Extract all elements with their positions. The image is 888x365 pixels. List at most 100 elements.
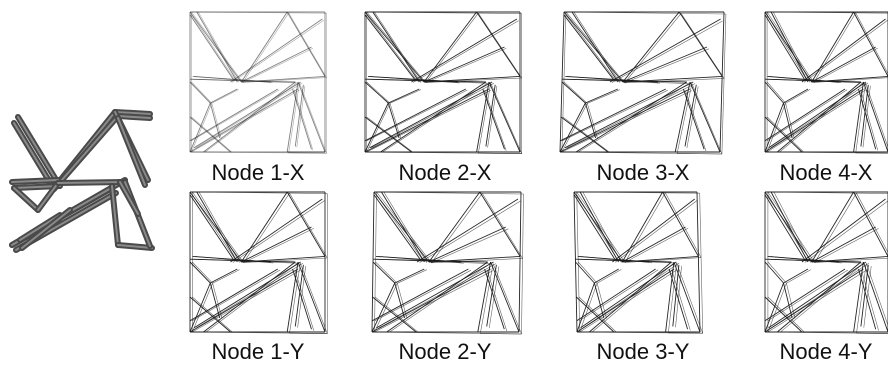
mode-shape-line — [484, 90, 507, 151]
mode-shape-line — [376, 191, 432, 263]
structure-tube-highlight — [13, 187, 39, 211]
mode-shape-line — [577, 83, 689, 153]
mode-shape-line — [577, 261, 598, 284]
mode-shape-line — [478, 13, 522, 79]
mode-shape-line — [428, 191, 481, 263]
mode-shape-line — [389, 263, 491, 333]
mode-shape-line — [612, 198, 695, 263]
mode-shape-line — [211, 89, 239, 104]
mode-shape-line — [814, 228, 879, 263]
mode-shape-line — [416, 198, 519, 263]
mode-shape-line — [292, 268, 312, 330]
mode-shape-line — [381, 191, 425, 263]
mode-shape-line — [676, 83, 693, 154]
mode-shape-line — [766, 89, 848, 142]
mode-shape-line — [209, 102, 221, 139]
mode-shape-line — [209, 282, 221, 319]
mode-shape-line — [675, 265, 682, 328]
mode-shape-line — [374, 283, 398, 333]
mode-shape-line — [196, 191, 238, 263]
mode-shape-line — [764, 191, 813, 263]
structure-tube-highlight — [19, 214, 61, 241]
mode-shape-line — [767, 194, 808, 260]
mode-shape-line — [801, 198, 886, 263]
mode-shape-line — [721, 13, 727, 155]
mode-shape-line — [579, 269, 677, 333]
mode-shape-line — [198, 191, 240, 263]
mode-shape-line — [196, 263, 304, 329]
mode-shape-line — [777, 81, 862, 153]
mode-shape-line — [366, 103, 391, 153]
mode-shape-line — [364, 14, 415, 80]
mode-shape-line — [376, 191, 524, 195]
mode-shape-line — [767, 283, 787, 333]
mode-shape-line — [191, 103, 213, 153]
mode-shape-line — [288, 12, 327, 78]
mode-shape-line — [210, 268, 238, 284]
mode-shape-line — [855, 12, 888, 75]
mode-shape-line — [573, 11, 621, 83]
mode-shape-line — [767, 258, 864, 264]
mode-shape-line — [624, 48, 710, 84]
mode-shape-line — [205, 262, 298, 333]
mode-shape-line — [862, 85, 871, 148]
mode-shape-line — [764, 14, 805, 80]
mode-shape-line — [192, 191, 328, 194]
mode-shape-line — [811, 226, 876, 263]
mode-shape-line — [813, 12, 856, 83]
mode-shape-8 — [764, 191, 888, 334]
mode-shape-line — [380, 81, 487, 153]
mode-shape-line — [382, 82, 488, 153]
mode-shape-line — [293, 89, 314, 151]
mode-shape-line — [587, 89, 620, 104]
mode-shape-line — [665, 192, 702, 258]
mode-shape-line — [561, 90, 692, 153]
mode-shape-line — [565, 14, 616, 80]
mode-shape-1 — [189, 11, 327, 154]
mode-shape-line — [811, 46, 876, 83]
mode-shape-line — [189, 116, 231, 153]
mode-shape-line — [189, 282, 211, 333]
mode-shape-7 — [573, 191, 703, 334]
mode-shape-line — [389, 103, 402, 139]
mode-shape-line — [672, 264, 680, 327]
mode-shape-line — [596, 283, 607, 319]
mode-shape-line — [189, 14, 234, 80]
mode-shape-line — [764, 268, 846, 322]
mode-shape-line — [662, 191, 699, 257]
mode-shape-line — [579, 283, 598, 333]
mode-shape-line — [677, 153, 722, 155]
mode-shape-line — [492, 263, 522, 335]
mode-shape-line — [476, 81, 490, 153]
mode-shape-line — [576, 191, 700, 194]
mode-shape-line — [767, 78, 864, 84]
mode-shape-line — [769, 76, 841, 83]
mode-shape-line — [861, 270, 879, 331]
mode-shape-line — [372, 296, 417, 333]
mode-shape-line — [482, 88, 505, 150]
mode-shape-line — [573, 191, 623, 263]
mode-shape-line — [242, 47, 314, 83]
mode-shape-line — [189, 88, 299, 153]
mode-shape-line — [682, 88, 705, 150]
mode-shape-line — [773, 191, 812, 263]
panel-label-node-3-y: Node 3-Y — [596, 339, 690, 364]
mode-shape-line — [771, 263, 869, 329]
mode-shape-line — [583, 262, 680, 329]
mode-shape-line — [855, 82, 866, 153]
mode-shape-line — [240, 191, 288, 263]
mode-shape-line — [559, 88, 690, 153]
mode-shape-line — [299, 82, 327, 154]
mode-shape-line — [594, 268, 619, 284]
mode-shape-line — [764, 296, 803, 333]
structure-tube-highlight — [57, 181, 126, 184]
mode-shape-line — [366, 78, 488, 84]
mode-shape-line — [387, 102, 400, 139]
mode-shape-line — [364, 116, 412, 153]
mode-shape-line — [764, 88, 864, 153]
mode-shape-line — [230, 198, 323, 263]
mode-shape-line — [678, 11, 723, 77]
mode-shape-line — [770, 256, 842, 264]
mode-shape-line — [856, 193, 888, 254]
